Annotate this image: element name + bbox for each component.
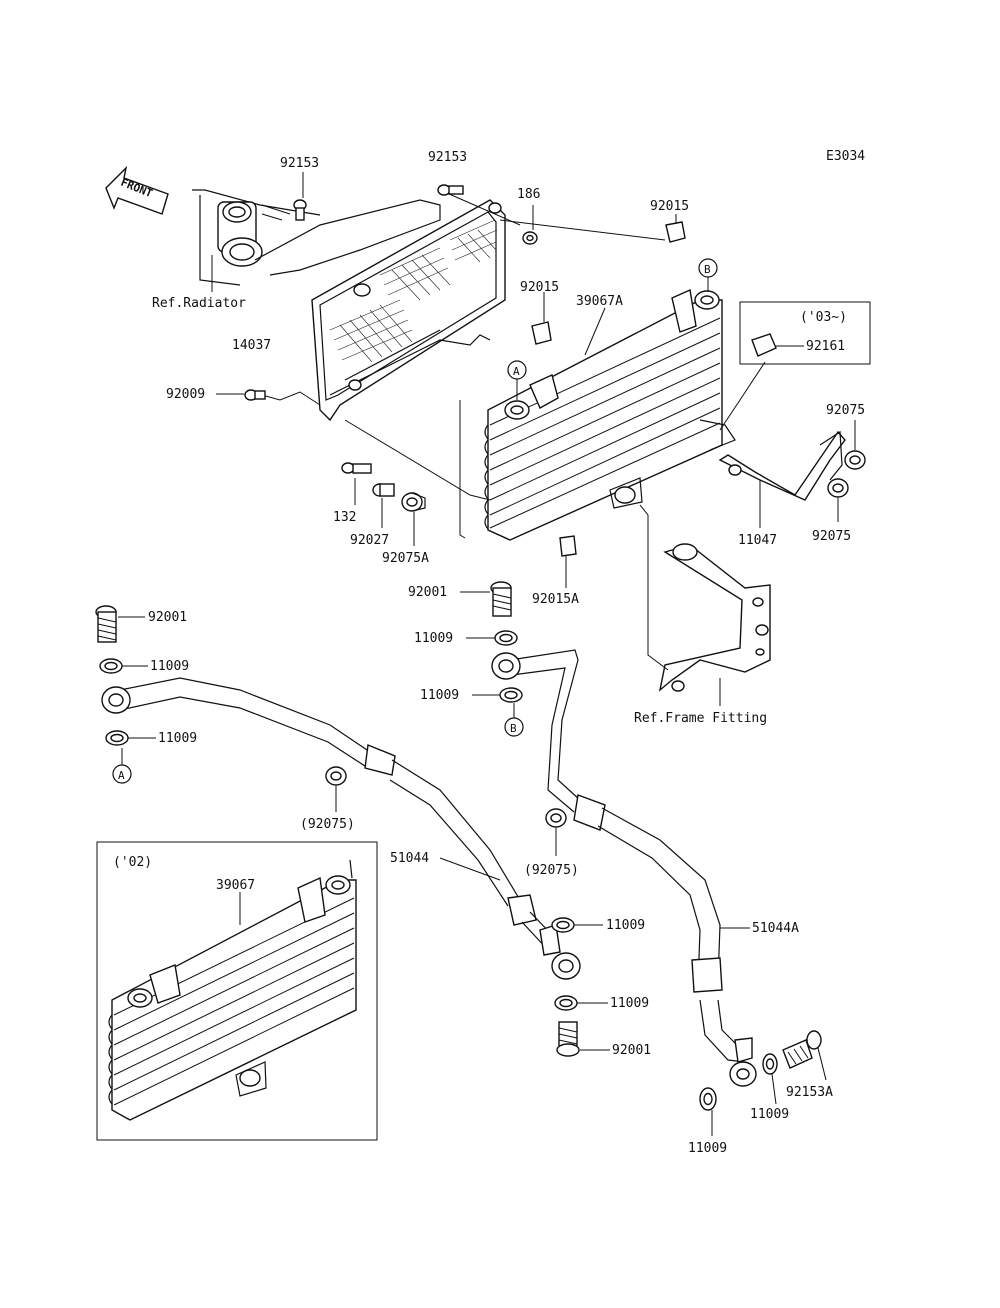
banjo-fitting-mid (491, 652, 521, 680)
part-label-92075-paren-2: (92075) (524, 863, 579, 878)
oil-hose-51044A (509, 649, 753, 1063)
bolt-92153-top (437, 184, 464, 196)
part-label-11009-r1: 11009 (750, 1107, 789, 1122)
part-label-11009-m1: 11009 (414, 631, 453, 646)
part-label-92009: 92009 (166, 387, 205, 402)
marker-b-cooler: B (698, 258, 718, 278)
part-label-92015A: 92015A (532, 592, 579, 607)
diagram-code: E3034 (826, 149, 865, 164)
part-label-39067A: 39067A (576, 294, 623, 309)
grommet-92075-paren-left (325, 766, 347, 786)
marker-a-hose: A (112, 764, 132, 784)
banjo-fitting-right (729, 1061, 757, 1087)
washer-11009-l2 (105, 730, 129, 746)
banjo-bolt-92001-bottom (556, 1021, 580, 1057)
banjo-fitting-lower (551, 952, 581, 980)
collar-92027 (372, 483, 395, 497)
part-label-14037: 14037 (232, 338, 271, 353)
marker-a-cooler: A (507, 360, 527, 380)
nut-186 (522, 231, 538, 245)
bolt-132 (341, 462, 372, 474)
part-label-92015-top: 92015 (650, 199, 689, 214)
washer-11009-b2 (554, 995, 578, 1011)
washer-11009-l1 (99, 658, 123, 674)
clip-92015A (559, 535, 577, 557)
bracket-11047 (718, 430, 846, 501)
part-label-92027: 92027 (350, 533, 389, 548)
part-label-92161: 92161 (806, 339, 845, 354)
ref-frame-fitting-label: Ref.Frame Fitting (634, 711, 767, 726)
part-label-92153-top: 92153 (428, 150, 467, 165)
grommet-92075-paren-mid (545, 808, 567, 828)
grommet-92075-lower (827, 478, 849, 498)
part-label-11009-b1: 11009 (606, 918, 645, 933)
washer-11009-m1 (494, 630, 518, 646)
part-label-51044A: 51044A (752, 921, 799, 936)
part-label-92153-left: 92153 (280, 156, 319, 171)
washer-11009-m2 (499, 687, 523, 703)
bolt-92153-left (293, 199, 307, 221)
washer-11009-b1 (551, 917, 575, 933)
part-label-92075A: 92075A (382, 551, 429, 566)
ref-radiator-label: Ref.Radiator (152, 296, 246, 311)
marker-a-cooler-text: A (513, 365, 520, 378)
part-label-11009-l1: 11009 (150, 659, 189, 674)
part-label-92015-mid: 92015 (520, 280, 559, 295)
part-label-92075-r1: 92075 (826, 403, 865, 418)
radiator-reference-drawing (192, 189, 441, 286)
front-arrow-icon: FRONT (105, 165, 169, 215)
year-note-box-02 (96, 841, 378, 1141)
year-note-03: ('03~) (800, 310, 847, 325)
part-label-11047: 11047 (738, 533, 777, 548)
part-label-132: 132 (333, 510, 356, 525)
part-label-11009-r2: 11009 (688, 1141, 727, 1156)
clip-92161 (751, 333, 777, 357)
year-note-02: ('02) (113, 855, 152, 870)
washer-11009-r2 (699, 1087, 717, 1111)
part-label-11009-b2: 11009 (610, 996, 649, 1011)
marker-a-hose-text: A (118, 769, 125, 782)
banjo-bolt-92001-left (95, 605, 117, 643)
marker-b-hose: B (504, 717, 524, 737)
frame-fitting-reference (658, 543, 771, 692)
banjo-fitting-left (101, 686, 131, 714)
oil-cooler-39067 (108, 859, 357, 1121)
part-label-11009-l2: 11009 (158, 731, 197, 746)
washer-11009-r1 (762, 1053, 778, 1075)
year-note-box-03 (739, 301, 871, 365)
oil-hose-51044 (119, 677, 561, 956)
part-label-92001-bottom: 92001 (612, 1043, 651, 1058)
part-label-92001-left: 92001 (148, 610, 187, 625)
banjo-bolt-92001-mid (490, 581, 512, 617)
part-label-186: 186 (517, 187, 540, 202)
oil-cooler-39067A (484, 288, 736, 541)
grommet-92075A (401, 492, 426, 512)
part-label-92153A: 92153A (786, 1085, 833, 1100)
bolt-92009 (244, 389, 266, 401)
marker-b-cooler-text: B (704, 263, 711, 276)
clip-92015-top (665, 221, 686, 243)
cooler-bracket-14037 (311, 199, 506, 422)
grommet-92075-upper (844, 450, 866, 470)
part-label-51044: 51044 (390, 851, 429, 866)
part-label-92075-paren-1: (92075) (300, 817, 355, 832)
part-label-92075-r2: 92075 (812, 529, 851, 544)
part-label-11009-m2: 11009 (420, 688, 459, 703)
clip-92015-mid (531, 321, 552, 345)
part-label-39067: 39067 (216, 878, 255, 893)
part-label-92001-mid: 92001 (408, 585, 447, 600)
marker-b-hose-text: B (510, 722, 517, 735)
banjo-bolt-92153A (782, 1030, 822, 1069)
